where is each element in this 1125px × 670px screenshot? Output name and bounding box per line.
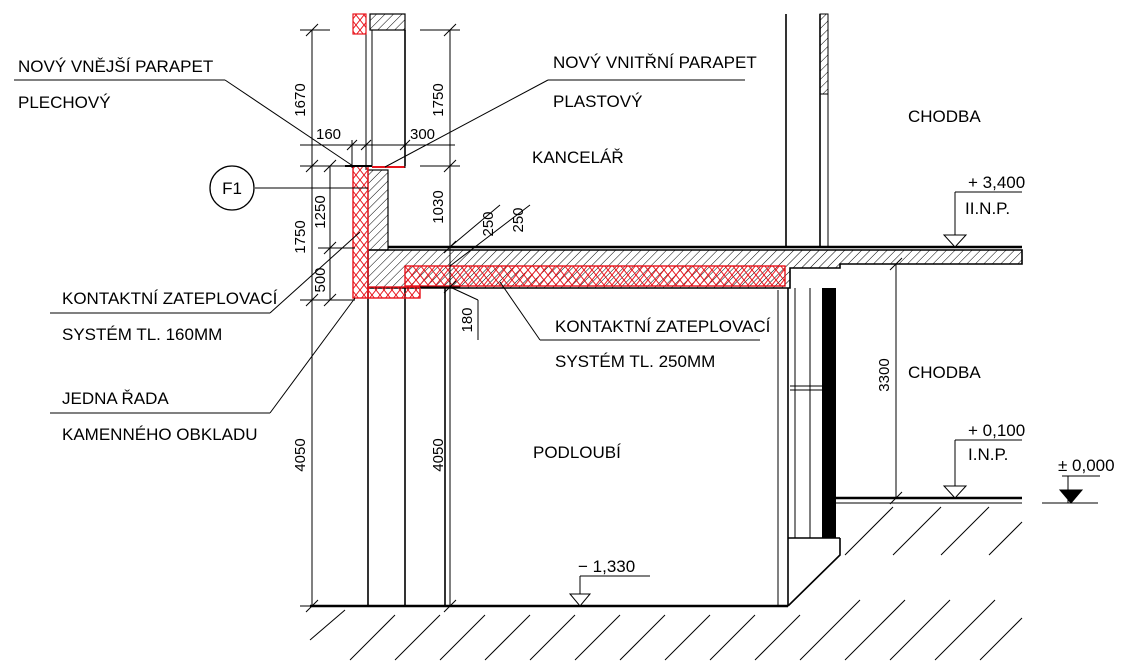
dim-1750-left: 1750 [292, 220, 309, 253]
dim-1670: 1670 [292, 83, 309, 116]
insulation-top-stub [352, 13, 367, 35]
window-tag-circle [209, 165, 255, 211]
level-lower-value: + 0,100 [968, 421, 1025, 440]
outer-parapet-label-1: NOVÝ VNĚJŠÍ PARAPET [18, 57, 213, 76]
dim-500: 500 [312, 267, 329, 292]
dim-300: 300 [410, 126, 435, 143]
insulation [345, 13, 786, 299]
level-arcade-floor: − 1,330 [578, 557, 635, 576]
leader-lines [14, 79, 760, 414]
dim-250-a: 250 [480, 211, 497, 236]
corridor-wall-hatch [819, 13, 829, 95]
etics250-label-1: KONTAKTNÍ ZATEPLOVACÍ [555, 317, 771, 336]
etics-250-soffit [404, 265, 786, 287]
etics160-label-2: SYSTÉM TL. 160MM [62, 325, 222, 344]
etics-soffit-edge [367, 286, 421, 299]
level-lower-name: I.N.P. [968, 445, 1008, 464]
dim-1030: 1030 [430, 190, 447, 223]
dim-4050-right: 4050 [430, 438, 447, 471]
room-corridor-lower: CHODBA [908, 363, 981, 382]
dim-160: 160 [316, 126, 341, 143]
upper-wall-stub [369, 13, 406, 31]
level-upper-name: II.N.P. [965, 199, 1010, 218]
room-arcade: PODLOUBÍ [533, 443, 621, 462]
dim-1750-top: 1750 [430, 83, 447, 116]
stone-label-1: JEDNA ŘADA [62, 389, 169, 408]
dim-4050-left: 4050 [292, 438, 309, 471]
dim-250-b: 250 [510, 207, 527, 232]
window-tag: F1 [222, 179, 242, 198]
inner-parapet-label-1: NOVÝ VNITŘNÍ PARAPET [553, 53, 757, 72]
ground-hatch-arcade [309, 609, 801, 661]
dim-180: 180 [459, 307, 476, 332]
level-upper-value: + 3,400 [968, 173, 1025, 192]
etics250-label-2: SYSTÉM TL. 250MM [555, 352, 715, 371]
ground-step [787, 538, 841, 607]
level-markers [568, 191, 1100, 607]
lower-wall-solid [822, 288, 836, 538]
ground-hatch-corridor [799, 506, 1023, 661]
room-office: KANCELÁŘ [532, 148, 624, 167]
annotations: NOVÝ VNĚJŠÍ PARAPET PLECHOVÝ NOVÝ VNITŘN… [18, 53, 1115, 576]
etics160-label-1: KONTAKTNÍ ZATEPLOVACÍ [62, 289, 278, 308]
dim-3300: 3300 [876, 358, 893, 391]
inner-parapet-label-2: PLASTOVÝ [553, 92, 642, 111]
parapet-wall [367, 169, 389, 251]
outer-parapet-label-2: PLECHOVÝ [18, 93, 111, 112]
etics-160-wall [352, 165, 369, 299]
dimension-lines [300, 23, 903, 613]
level-datum: ± 0,000 [1058, 456, 1115, 475]
stone-label-2: KAMENNÉHO OBKLADU [62, 425, 258, 444]
room-corridor-upper: CHODBA [908, 107, 981, 126]
dim-1250: 1250 [312, 195, 329, 228]
